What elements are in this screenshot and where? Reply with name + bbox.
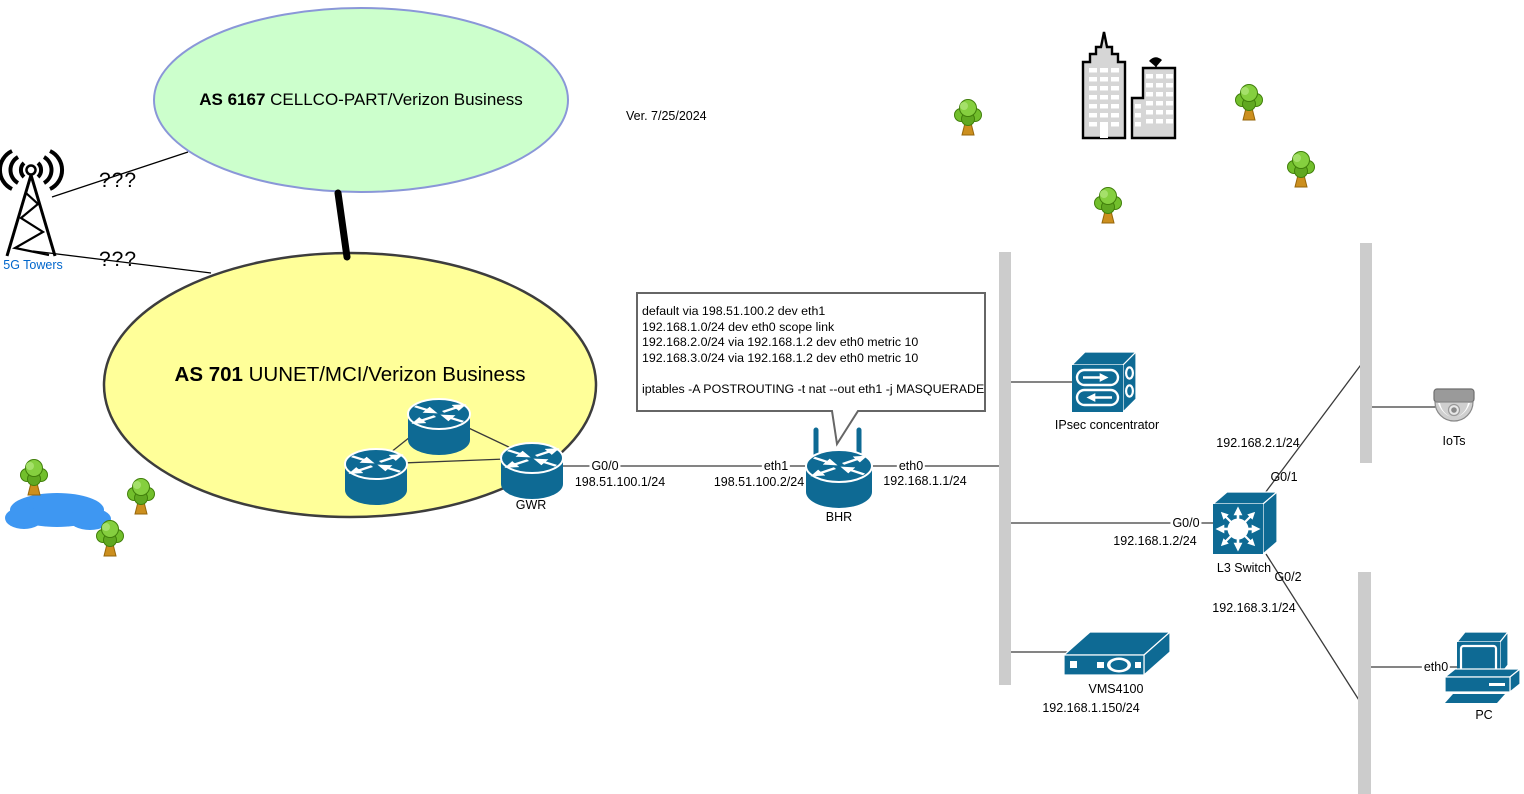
ipsec-label: IPsec concentrator bbox=[1054, 417, 1160, 432]
router-icon[interactable] bbox=[345, 449, 407, 505]
link-tower-as701 bbox=[32, 250, 212, 274]
bhr-label: BHR bbox=[825, 509, 853, 524]
version-label: Ver. 7/25/2024 bbox=[626, 109, 707, 123]
pond bbox=[5, 493, 111, 530]
tree-icon bbox=[20, 459, 48, 496]
routing-table-line: iptables -A POSTROUTING -t nat --out eth… bbox=[642, 381, 985, 396]
routing-table-line: 192.168.1.0/24 dev eth0 scope link bbox=[642, 319, 835, 334]
as6167-label: AS 6167 CELLCO-PART/Verizon Business bbox=[155, 90, 567, 110]
as701-label: AS 701 UUNET/MCI/Verizon Business bbox=[104, 363, 596, 387]
unknown-link-label-1: ??? bbox=[98, 168, 138, 192]
switch-g00-label: G0/0 bbox=[1170, 515, 1202, 531]
pc-eth0-label: eth0 bbox=[1421, 659, 1451, 675]
pc-icon[interactable] bbox=[1443, 630, 1522, 703]
gwr-label: GWR bbox=[515, 497, 547, 512]
as701-name: UUNET/MCI/Verizon Business bbox=[242, 363, 526, 386]
routing-table-line: 192.168.3.0/24 via 192.168.1.2 dev eth0 … bbox=[642, 350, 919, 365]
vms4100-ip-label: 192.168.1.150/24 bbox=[1042, 700, 1140, 715]
as6167-ellipse[interactable] bbox=[153, 7, 569, 193]
routing-table-line bbox=[642, 366, 978, 382]
tree-icon bbox=[1235, 84, 1263, 121]
as6167-number: AS 6167 bbox=[199, 90, 266, 109]
router-icon[interactable] bbox=[408, 399, 470, 455]
vms4100-server-icon[interactable] bbox=[1062, 630, 1172, 677]
gwr-ip-label: 198.51.100.1/24 bbox=[574, 474, 666, 489]
switch-g02-ip-label: 192.168.3.1/24 bbox=[1212, 600, 1296, 615]
switch-g01-label: G0/1 bbox=[1270, 469, 1298, 484]
l3-switch-icon[interactable] bbox=[1211, 490, 1279, 556]
ipsec-concentrator-icon[interactable] bbox=[1070, 350, 1138, 414]
link-as6167-as701 bbox=[334, 189, 351, 261]
routing-table-text: default via 198.51.100.2 dev eth1 192.16… bbox=[642, 304, 985, 397]
l3-switch-label: L3 Switch bbox=[1216, 560, 1272, 575]
lan1-segment-bar[interactable] bbox=[999, 252, 1011, 685]
tree-icon bbox=[954, 99, 982, 136]
5g-tower-icon[interactable] bbox=[0, 149, 64, 257]
lan3-segment-bar[interactable] bbox=[1358, 572, 1371, 794]
switch-g01-ip-label: 192.168.2.1/24 bbox=[1216, 435, 1300, 450]
iots-label: IoTs bbox=[1442, 433, 1466, 448]
vms4100-label: VMS4100 bbox=[1088, 681, 1144, 696]
routing-table-line: default via 198.51.100.2 dev eth1 bbox=[642, 304, 826, 318]
as701-ellipse[interactable] bbox=[102, 251, 598, 519]
link-tower-as6167 bbox=[51, 151, 189, 198]
as701-number: AS 701 bbox=[174, 363, 243, 386]
switch-g00-ip-label: 192.168.1.2/24 bbox=[1113, 533, 1197, 548]
pc-label: PC bbox=[1475, 707, 1493, 722]
routing-table-line: 192.168.2.0/24 via 192.168.1.2 dev eth0 … bbox=[642, 335, 919, 349]
lan2-segment-bar[interactable] bbox=[1360, 243, 1372, 463]
tree-icon bbox=[1287, 151, 1315, 188]
gwr-interface-label: G0/0 bbox=[589, 458, 621, 474]
bhr-eth1-ip-label: 198.51.100.2/24 bbox=[713, 474, 805, 489]
bhr-eth0-label: eth0 bbox=[896, 458, 926, 474]
unknown-link-label-2: ??? bbox=[98, 247, 138, 271]
city-buildings-icon bbox=[1081, 31, 1177, 140]
tree-icon bbox=[127, 478, 155, 515]
gwr-router-icon[interactable] bbox=[501, 443, 563, 499]
bhr-wireless-router-icon[interactable] bbox=[805, 426, 873, 508]
routing-table-callout[interactable] bbox=[636, 292, 986, 447]
bhr-eth0-ip-label: 192.168.1.1/24 bbox=[883, 473, 967, 488]
5g-towers-label: 5G Towers bbox=[3, 257, 63, 272]
bhr-eth1-label: eth1 bbox=[761, 458, 791, 474]
tree-icon bbox=[1094, 187, 1122, 224]
as6167-name: CELLCO-PART/Verizon Business bbox=[265, 90, 523, 109]
switch-g02-label: G0/2 bbox=[1274, 569, 1302, 584]
iot-camera-icon[interactable] bbox=[1433, 388, 1475, 422]
